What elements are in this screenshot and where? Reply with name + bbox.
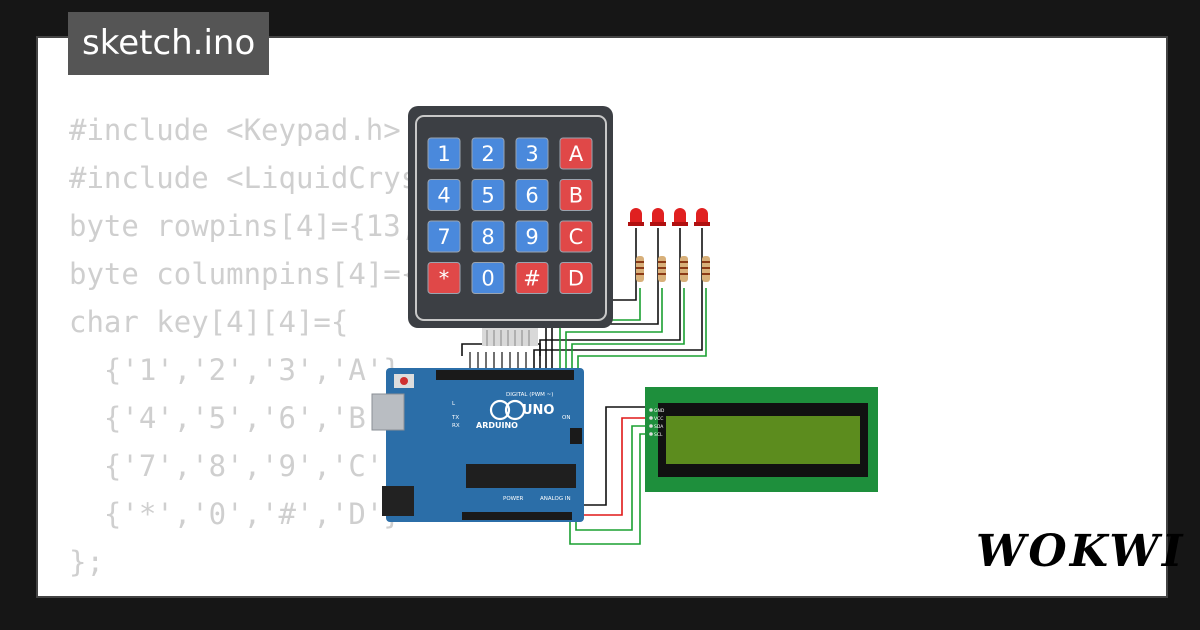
brand-label: ARDUINO	[476, 421, 518, 430]
wokwi-logo[interactable]: WOKWI	[976, 526, 1186, 577]
keypad-key-label: 8	[481, 225, 494, 249]
resistor	[680, 256, 688, 282]
led	[650, 208, 666, 226]
digital-label: DIGITAL (PWM ~)	[506, 392, 553, 398]
power-label: POWER	[503, 496, 524, 502]
led-l-label: L	[452, 401, 456, 407]
lcd-pin-label: GND	[654, 408, 665, 414]
keypad-key-9[interactable]: 9	[515, 220, 549, 253]
keypad-key-label: 2	[481, 142, 494, 166]
keypad-key-B[interactable]: B	[559, 179, 593, 211]
usb-port	[371, 393, 405, 431]
led-tx-label: TX	[451, 415, 459, 421]
code-line: {'1','2','3','A'},	[69, 353, 419, 387]
led-rx-label: RX	[452, 423, 460, 429]
keypad-key-4[interactable]: 4	[427, 179, 461, 211]
lcd-pin-label: SDA	[654, 424, 664, 430]
keypad-key-label: 0	[481, 267, 494, 291]
keypad-key-#[interactable]: #	[515, 262, 549, 294]
keypad-key-5[interactable]: 5	[471, 179, 505, 211]
led	[628, 208, 644, 226]
arduino-uno: UNO ARDUINO DIGITAL (PWM ~) POWER ANALOG…	[371, 368, 584, 522]
led	[694, 208, 710, 226]
code-line: {'*','0','#','D'}	[69, 497, 401, 531]
keypad-key-label: 3	[525, 142, 538, 166]
keypad-key-label: 6	[525, 184, 538, 208]
keypad-key-label: 1	[437, 142, 450, 166]
keypad-key-label: B	[569, 184, 583, 208]
keypad-key-7[interactable]: 7	[427, 220, 461, 253]
resistor	[658, 256, 666, 282]
keypad-key-8[interactable]: 8	[471, 220, 505, 253]
lcd-1602: GND VCC SDA SCL	[645, 387, 878, 492]
keypad-key-label: 5	[481, 184, 494, 208]
keypad-border	[415, 115, 607, 321]
power-jack	[382, 486, 414, 516]
keypad-key-label: C	[569, 225, 584, 249]
keypad-connector	[482, 328, 538, 346]
code-line: char key[4][4]={	[69, 305, 349, 339]
keypad-key-0[interactable]: 0	[471, 262, 505, 294]
keypad-key-3[interactable]: 3	[515, 137, 549, 170]
keypad-key-*[interactable]: *	[427, 262, 461, 294]
led-array	[628, 208, 710, 282]
led-on-label: ON	[562, 415, 570, 421]
icsp-header	[570, 428, 582, 444]
keypad-key-2[interactable]: 2	[471, 137, 505, 170]
keypad-key-6[interactable]: 6	[515, 179, 549, 211]
analog-header	[462, 512, 572, 520]
code-line: #include <Keypad.h>	[69, 113, 401, 147]
lcd-screen	[666, 416, 860, 464]
keypad-keys: 1 2 3 A 4 5 6 B 7 8 9 C * 0 # D	[427, 137, 593, 294]
resistor	[636, 256, 644, 282]
keypad-key-label: *	[439, 267, 450, 291]
keypad-key-1[interactable]: 1	[427, 137, 461, 170]
filename-tab[interactable]: sketch.ino	[68, 12, 270, 75]
code-line: {'4','5','6','B'},	[69, 401, 419, 435]
board-label: UNO	[522, 403, 555, 418]
lcd-pin-label: VCC	[654, 416, 663, 422]
lcd-pin-label: SCL	[654, 432, 663, 438]
code-line: };	[69, 545, 104, 579]
keypad-key-D[interactable]: D	[559, 262, 593, 294]
keypad-key-label: #	[523, 267, 541, 291]
infinity-logo	[489, 399, 511, 421]
keypad-key-label: 9	[525, 225, 538, 249]
keypad: 1 2 3 A 4 5 6 B 7 8 9 C * 0 # D	[408, 106, 613, 346]
microcontroller-chip	[466, 464, 576, 488]
keypad-key-label: 7	[437, 225, 450, 249]
analog-label: ANALOG IN	[540, 496, 571, 502]
digital-header	[436, 370, 574, 380]
code-line: LiquidCrystal_I2C lcd(0x27,16,2);	[69, 586, 645, 596]
keypad-key-A[interactable]: A	[559, 137, 593, 170]
code-line: {'7','8','9','C'},	[69, 449, 419, 483]
keypad-key-C[interactable]: C	[559, 220, 593, 253]
keypad-key-label: 4	[437, 184, 450, 208]
resistor	[702, 256, 710, 282]
keypad-key-label: A	[569, 142, 584, 166]
keypad-key-label: D	[568, 267, 584, 291]
led	[672, 208, 688, 226]
